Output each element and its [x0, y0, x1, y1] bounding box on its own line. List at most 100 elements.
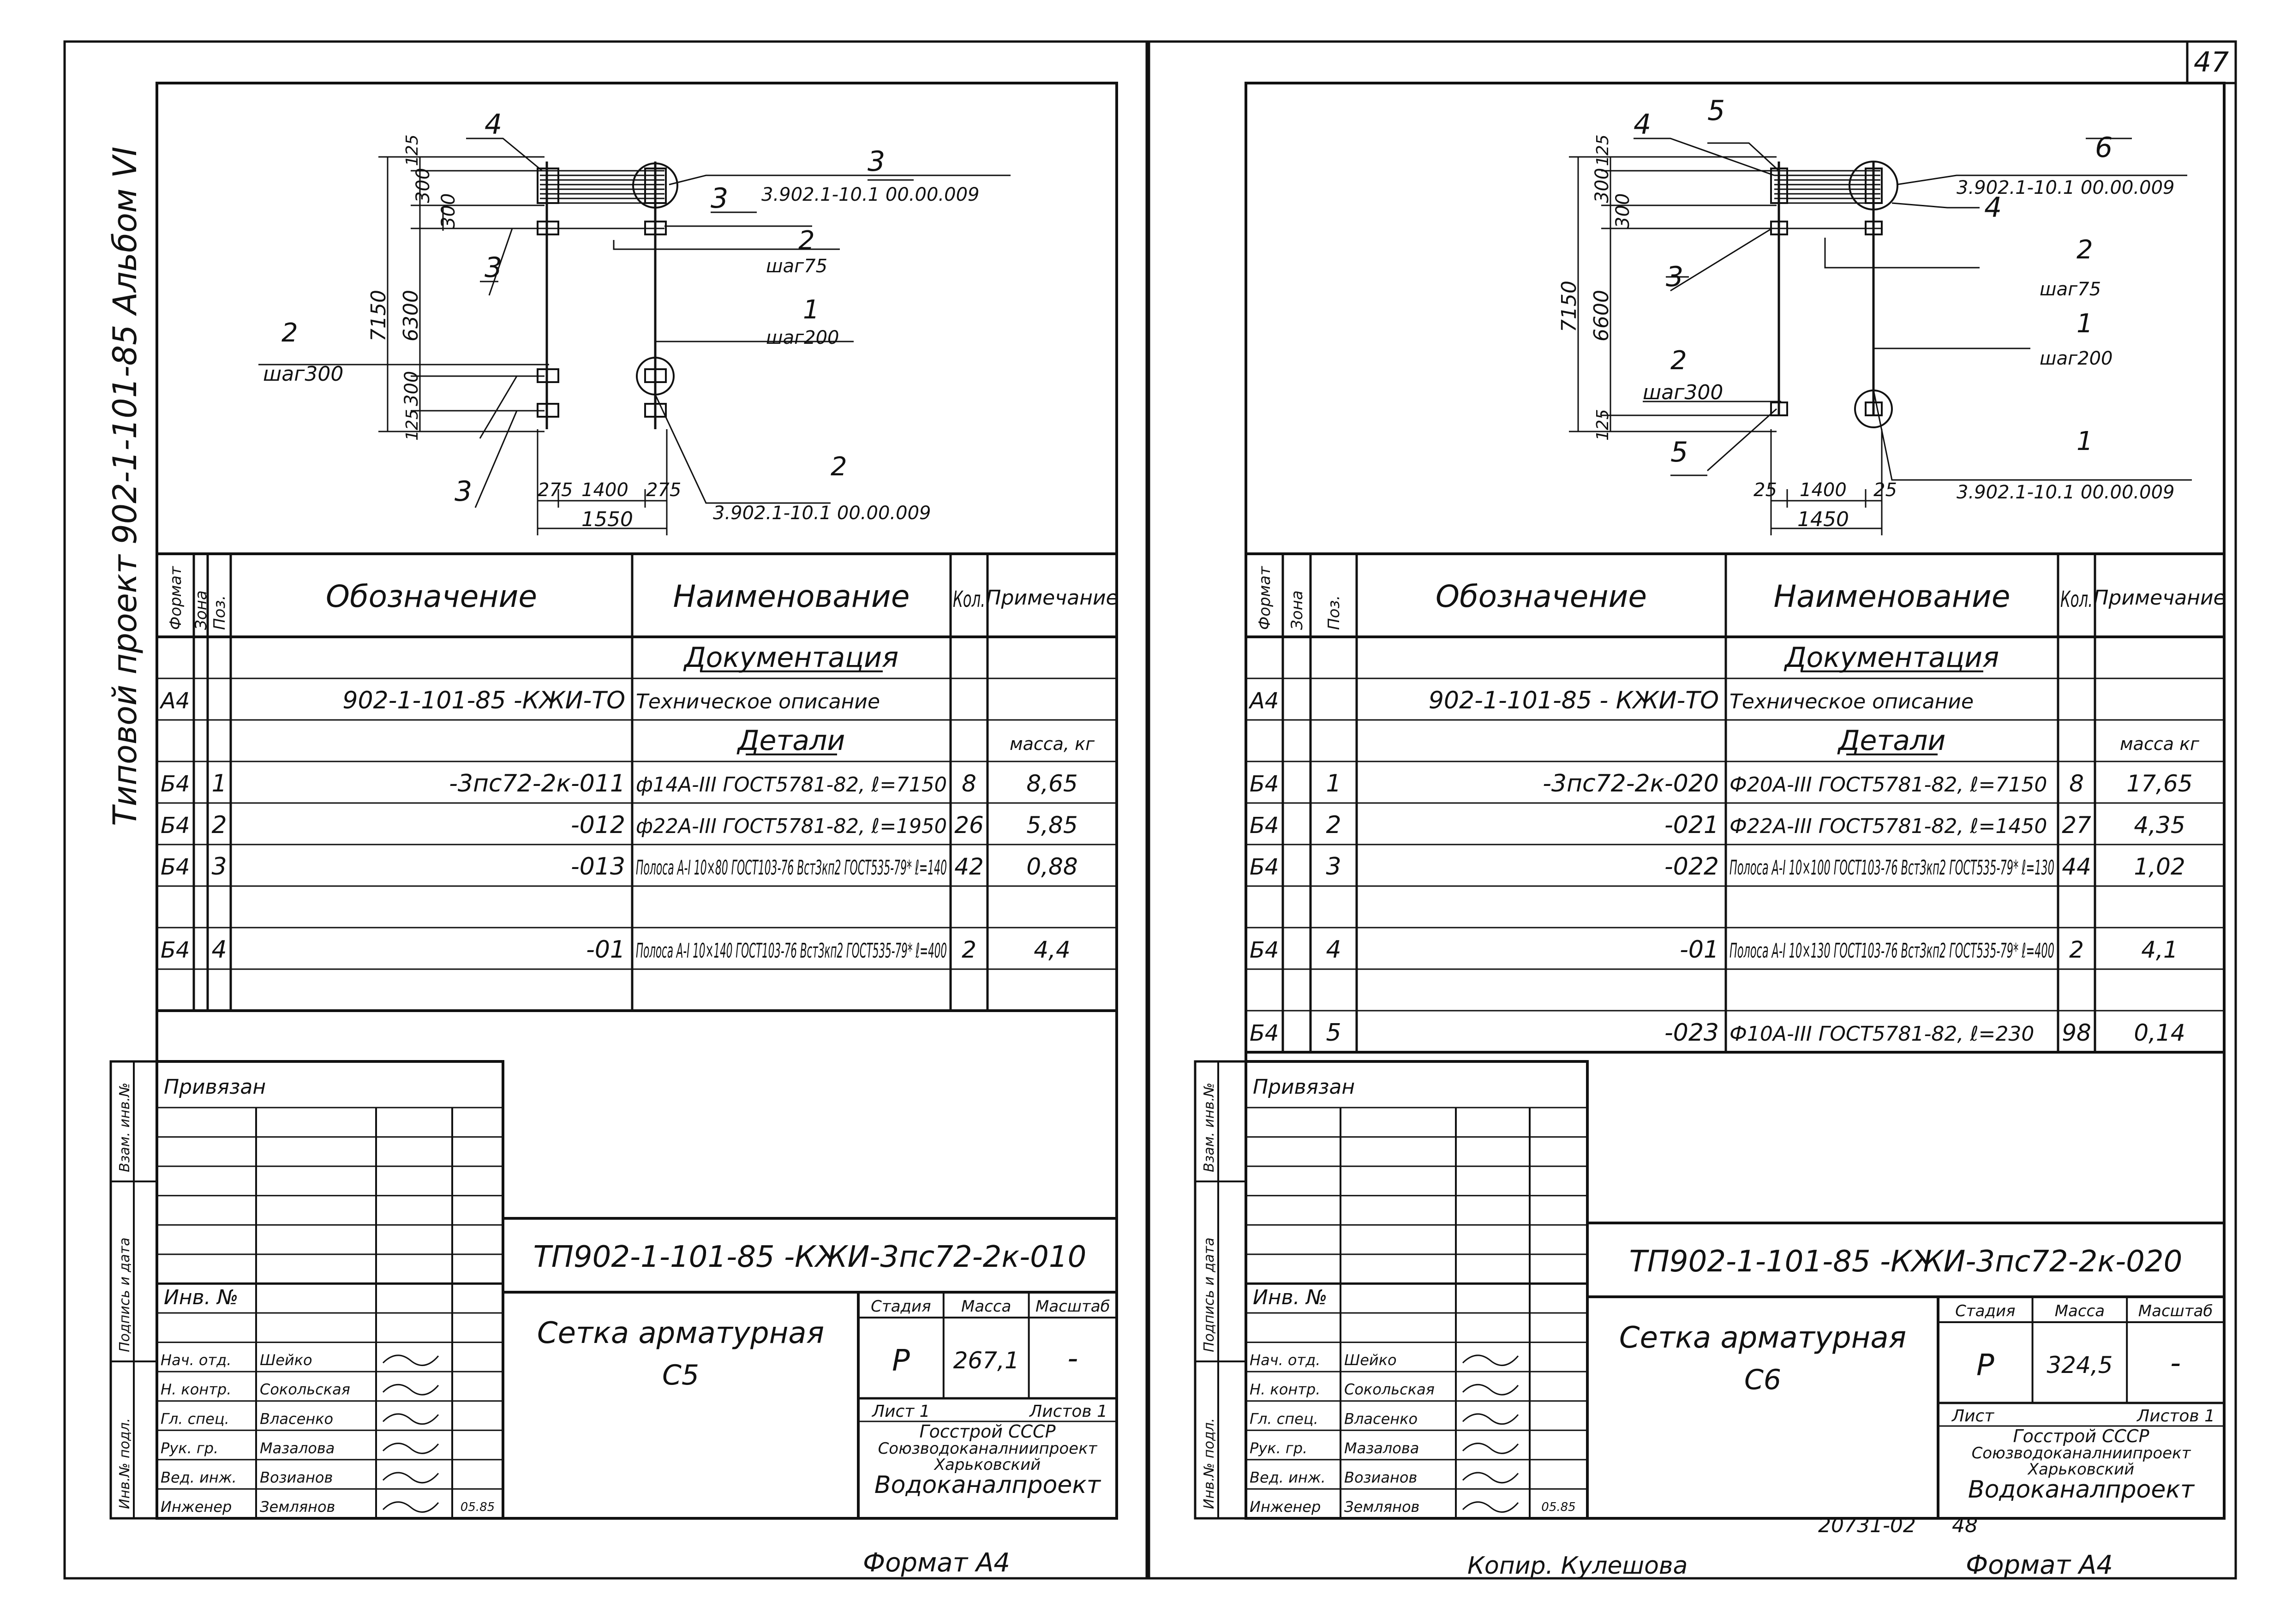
svg-text:1550: 1550 [581, 508, 633, 531]
svg-text:Взам. инв.№: Взам. инв.№ [117, 1083, 133, 1172]
name-0: Шейко [1344, 1351, 1397, 1369]
svg-text:Инв.№ подл.: Инв.№ подл. [117, 1418, 133, 1509]
header-note: Примечание [2093, 586, 2226, 610]
svg-text:300: 300 [1592, 168, 1613, 203]
title-line-2: С5 [662, 1359, 699, 1391]
cell-name: Детали [736, 725, 845, 757]
page-number: 47 [2194, 46, 2229, 78]
cell-name: Ф22А-III ГОСТ5781-82, ℓ=1450 [1729, 815, 2047, 838]
cell-designation: -01 [586, 936, 625, 964]
role-4: Вед. инж. [1250, 1468, 1326, 1486]
svg-text:2: 2 [831, 452, 847, 482]
mass-header: Масса [2055, 1302, 2105, 1320]
header-designation: Обозначение [1436, 579, 1647, 614]
svg-text:2: 2 [798, 226, 815, 256]
page-number-box [2186, 40, 2237, 84]
svg-text:5: 5 [1670, 436, 1688, 468]
cell-designation: -022 [1664, 853, 1719, 881]
svg-text:шаг75: шаг75 [2040, 279, 2101, 300]
header-qty: Кол. [2060, 587, 2093, 612]
cell-pos: 5 [1326, 1019, 1341, 1047]
header-format: Формат [1256, 566, 1274, 630]
svg-text:шаг200: шаг200 [766, 327, 839, 348]
cell-name: Ф10А-III ГОСТ5781-82, ℓ=230 [1729, 1022, 2034, 1046]
svg-text:300: 300 [413, 168, 434, 203]
left-drawing-text: 7150 125 300 300 6300 300 125 275 1400 2… [263, 108, 979, 531]
org-line-1: Госстрой СССР [2013, 1426, 2149, 1446]
signature [382, 1413, 439, 1425]
role-0: Нач. отд. [1250, 1351, 1320, 1369]
cell-name: ф14А-III ГОСТ5781-82, ℓ=7150 [636, 773, 947, 797]
cell-note: масса кг [2120, 734, 2200, 754]
stage-value: Р [892, 1344, 910, 1378]
date: 05.85 [1541, 1500, 1575, 1514]
header-pos: Поз. [210, 595, 229, 630]
org-line-2: Союзводоканалниипроект [1972, 1444, 2191, 1462]
drawing-code: ТП902-1-101-85 -КЖИ-3пс72-2к-010 [533, 1240, 1087, 1274]
cell-note: 8,65 [1026, 770, 1077, 797]
cell-pos: 4 [1326, 936, 1341, 964]
signature [1462, 1413, 1519, 1425]
role-3: Рук. гр. [1250, 1439, 1307, 1457]
stage-header: Стадия [871, 1297, 931, 1316]
left-side-strip: Взам. инв.№ Подпись и дата Инв.№ подл. [109, 1060, 158, 1520]
cell-format: А4 [159, 688, 190, 714]
header-qty: Кол. [953, 587, 985, 612]
svg-text:7150: 7150 [1557, 281, 1581, 332]
cell-name: Полоса А-I 10×140 ГОСТ103-76 ВстЗкп2 ГОС… [636, 939, 947, 963]
privyazan-label: Привязан [1253, 1075, 1355, 1099]
cell-note: 5,85 [1026, 812, 1077, 839]
org-line-3: Харьковский [2027, 1460, 2135, 1479]
svg-text:1: 1 [2077, 309, 2093, 339]
format-left: Формат А4 [863, 1548, 1010, 1578]
svg-text:5: 5 [1707, 95, 1725, 127]
svg-text:шаг200: шаг200 [2040, 348, 2112, 369]
right-mesh-drawing [1569, 138, 2192, 535]
cell-note: 4,35 [2134, 812, 2185, 839]
svg-text:125: 125 [403, 409, 422, 441]
right-drawing-text: 7150 125 300 300 6600 125 25 1400 25 145… [1557, 95, 2174, 531]
svg-text:275: 275 [646, 479, 681, 501]
title-line-2: С6 [1744, 1364, 1781, 1396]
svg-text:6: 6 [2095, 132, 2112, 164]
svg-text:3.902.1-10.1 00.00.009: 3.902.1-10.1 00.00.009 [713, 503, 931, 524]
svg-text:300: 300 [438, 193, 459, 228]
title-line-1: Сетка арматурная [537, 1316, 824, 1350]
inv-no-label: Инв. № [1253, 1286, 1327, 1309]
cell-note: 17,65 [2126, 770, 2192, 797]
role-3: Рук. гр. [161, 1439, 218, 1457]
svg-text:3.902.1-10.1 00.00.009: 3.902.1-10.1 00.00.009 [1957, 482, 2174, 503]
sheet-label: Лист 1 [871, 1402, 930, 1421]
cell-note: 0,88 [1026, 853, 1077, 880]
svg-text:6300: 6300 [399, 290, 423, 342]
scale-header: Масштаб [2138, 1302, 2213, 1320]
cell-note: 4,1 [2141, 936, 2178, 963]
name-4: Возианов [260, 1468, 333, 1486]
cell-pos: 2 [1326, 811, 1341, 839]
right-side-strip: Взам. инв.№ Подпись и дата Инв.№ подл. [1194, 1060, 1247, 1520]
signature [1462, 1384, 1519, 1396]
signature [1462, 1472, 1519, 1484]
left-sheet-outer [63, 40, 1148, 1580]
cell-designation: -3пс72-2к-011 [449, 770, 625, 797]
svg-text:Подпись и дата: Подпись и дата [117, 1238, 133, 1353]
cell-qty: 27 [2062, 812, 2091, 839]
svg-text:Подпись и дата: Подпись и дата [1201, 1238, 1217, 1353]
cell-pos: 3 [211, 853, 227, 881]
name-5: Землянов [260, 1498, 335, 1516]
signature [382, 1354, 439, 1366]
svg-text:шаг300: шаг300 [263, 362, 343, 386]
mass-value: 324,5 [2047, 1352, 2112, 1378]
title-line-1: Сетка арматурная [1619, 1321, 1906, 1355]
cell-name: Полоса А-I 10×130 ГОСТ103-76 ВстЗкп2 ГОС… [1729, 939, 2054, 963]
cell-qty: 2 [2069, 936, 2084, 963]
role-5: Инженер [161, 1498, 232, 1516]
cell-note: 4,4 [1034, 936, 1071, 963]
org-line-1: Госстрой СССР [919, 1421, 1055, 1442]
name-1: Сокольская [260, 1381, 350, 1398]
signature [1462, 1354, 1519, 1366]
cell-name: Документация [1783, 641, 1999, 674]
cell-designation: -013 [571, 853, 625, 881]
